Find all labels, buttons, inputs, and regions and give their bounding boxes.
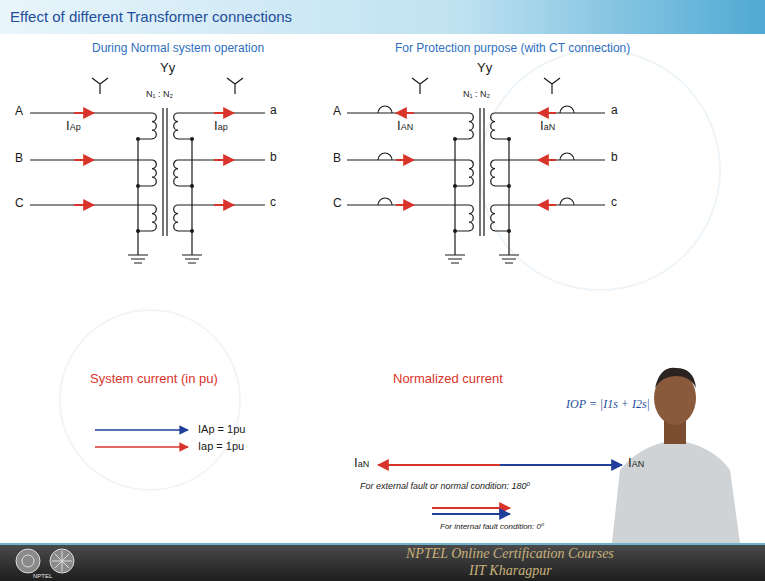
logo-text: NPTEL: [33, 573, 52, 580]
connection-label: Yy: [477, 61, 492, 76]
current-label: Iap: [214, 119, 228, 134]
current-value: Iap = 1pu: [198, 440, 244, 453]
phase-label: b: [611, 151, 618, 165]
current-value: IAp = 1pu: [198, 423, 245, 436]
subtitle: For Protection purpose (with CT connecti…: [395, 42, 630, 56]
current-label: IaN: [354, 456, 369, 471]
current-label: IAN: [397, 119, 413, 134]
phase-label: c: [270, 196, 276, 210]
slide-title: Effect of different Transformer connecti…: [10, 8, 292, 25]
phase-label: B: [333, 152, 341, 166]
footer-text: IIT Kharagpur: [469, 563, 552, 579]
current-label: IAN: [628, 456, 644, 471]
subtitle: During Normal system operation: [92, 42, 264, 56]
turns-ratio: N₁ : N₂: [463, 89, 490, 99]
phase-label: C: [15, 197, 24, 211]
current-label: IAp: [66, 119, 81, 134]
phase-label: b: [270, 151, 277, 165]
presenter-figure: [612, 368, 740, 543]
phase-label: c: [611, 196, 617, 210]
phase-label: B: [15, 152, 23, 166]
phase-label: A: [333, 105, 341, 119]
formula: IOP = |I1s + I2s|: [566, 398, 650, 412]
note: For internal fault condition: 0⁰: [440, 522, 544, 531]
note: For external fault or normal condition: …: [360, 481, 530, 491]
phase-label: A: [15, 105, 23, 119]
section-heading: Normalized current: [393, 372, 503, 387]
phase-label: a: [270, 104, 277, 118]
connection-label: Yy: [160, 61, 175, 76]
turns-ratio: N₁ : N₂: [146, 89, 173, 99]
footer-text: NPTEL Online Certification Courses: [406, 546, 614, 562]
current-label: IaN: [540, 119, 555, 134]
section-heading: System current (in pu): [90, 372, 218, 387]
phase-label: C: [333, 197, 342, 211]
phase-label: a: [611, 104, 618, 118]
